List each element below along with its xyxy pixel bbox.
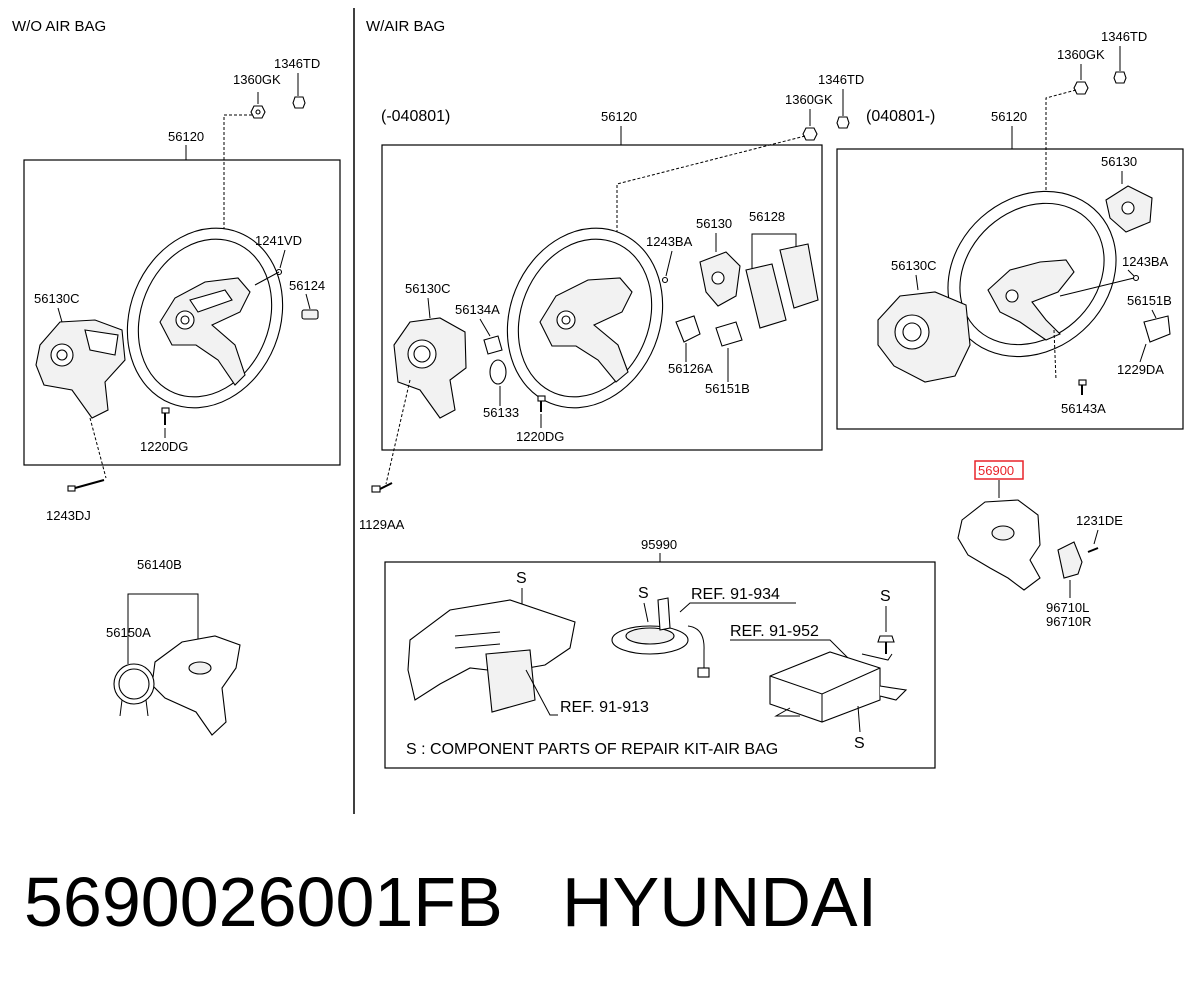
bolt-1346td-early	[836, 116, 850, 129]
kit-s-mark-3: S	[880, 588, 891, 605]
cover-56130c-late	[877, 291, 971, 383]
early-assembly-frame	[381, 144, 823, 451]
screw-56143a	[1078, 379, 1087, 395]
part-label-56134a[interactable]: 56134A	[455, 302, 500, 317]
part-label-56126a[interactable]: 56126A	[668, 361, 713, 376]
footer-brand: HYUNDAI	[562, 863, 877, 941]
part-label-56120-early[interactable]: 56120	[601, 109, 637, 124]
screw-1220dg	[161, 407, 170, 425]
part-label-56130c-late[interactable]: 56130C	[891, 258, 937, 273]
part-label-1129aa[interactable]: 1129AA	[359, 517, 405, 532]
part-label-56143a[interactable]: 56143A	[1061, 401, 1106, 416]
steering-wheel-wo	[126, 227, 284, 409]
wo-assembly-frame	[23, 159, 341, 466]
airbag-late-group: (040801-) 1346TD 1360GK 56120 56130 1243…	[836, 29, 1184, 430]
part-label-1220dg-early[interactable]: 1220DG	[516, 429, 564, 444]
kit-s-mark-2: S	[638, 585, 649, 602]
part-label-96710r[interactable]: 96710R	[1046, 614, 1092, 629]
emblem-56150a	[113, 663, 155, 717]
switch-56130-late	[1105, 185, 1153, 233]
screw-1231de	[1087, 547, 1099, 553]
part-label-95990[interactable]: 95990	[641, 537, 677, 552]
highlight-box-56900	[974, 460, 1024, 480]
part-label-56130c[interactable]: 56130C	[34, 291, 80, 306]
ref-91-913[interactable]: REF. 91-913	[560, 699, 649, 716]
screw-1220dg-early	[537, 395, 546, 412]
clip-56126a	[675, 315, 701, 343]
nut-1360gk-early	[802, 127, 818, 141]
airbag-module-56900	[957, 499, 1041, 591]
kit-note: S : COMPONENT PARTS OF REPAIR KIT-AIR BA…	[406, 741, 778, 758]
part-label-1346td-late[interactable]: 1346TD	[1101, 29, 1147, 44]
part-label-56120-late[interactable]: 56120	[991, 109, 1027, 124]
part-label-1360gk-early[interactable]: 1360GK	[785, 92, 833, 107]
bolt-kit	[877, 635, 895, 654]
horn-contact-56124	[301, 309, 319, 320]
part-label-1243dj[interactable]: 1243DJ	[46, 508, 91, 523]
part-label-1220dg[interactable]: 1220DG	[140, 439, 188, 454]
section-title-with-airbag: W/AIR BAG	[366, 18, 445, 35]
range-label-late: (040801-)	[866, 108, 935, 125]
footer-part-number: 5690026001FB	[24, 863, 503, 941]
repair-kit-group: 95990 S REF. 91-913 S REF. 91-934 S	[384, 537, 936, 769]
screw-1129aa	[371, 482, 393, 493]
part-label-56900[interactable]: 56900	[978, 463, 1014, 478]
part-label-56151b-early[interactable]: 56151B	[705, 381, 750, 396]
bracket-56151b-early	[715, 321, 743, 347]
part-label-1360gk-late[interactable]: 1360GK	[1057, 47, 1105, 62]
part-label-56151b-late[interactable]: 56151B	[1127, 293, 1172, 308]
part-label-1243ba-late[interactable]: 1243BA	[1122, 254, 1169, 269]
section-title-without-airbag: W/O AIR BAG	[12, 18, 106, 35]
airbag-early-group: (-040801) 1346TD 1360GK 56120 1243BA 561…	[359, 72, 864, 532]
part-label-1229da[interactable]: 1229DA	[1117, 362, 1164, 377]
bolt-1346td-late	[1113, 71, 1127, 84]
kit-s-mark-1: S	[516, 570, 527, 587]
clock-spring-drawing	[611, 597, 710, 678]
part-label-56120[interactable]: 56120	[168, 129, 204, 144]
nut-1360gk-late	[1073, 81, 1089, 95]
part-label-56133[interactable]: 56133	[483, 405, 519, 420]
part-label-1346td-early[interactable]: 1346TD	[818, 72, 864, 87]
steering-wheel-early	[506, 227, 664, 409]
part-label-1231de[interactable]: 1231DE	[1076, 513, 1123, 528]
horn-cover-56130c	[35, 319, 126, 419]
part-label-1241vd[interactable]: 1241VD	[255, 233, 302, 248]
screw-1243dj	[67, 479, 105, 492]
switch-56130-early	[699, 251, 741, 307]
wo-airbag-group: 1346TD 1360GK 56120 1241VD 56124 56130C	[23, 56, 341, 736]
horn-pad-56140b	[151, 635, 241, 736]
ref-91-934[interactable]: REF. 91-934	[691, 586, 780, 603]
airbag-control-unit-drawing	[769, 651, 908, 723]
part-label-96710l[interactable]: 96710L	[1046, 600, 1089, 615]
part-label-1243ba-early[interactable]: 1243BA	[646, 234, 693, 249]
part-label-56128-early[interactable]: 56128	[749, 209, 785, 224]
switch-96710	[1057, 541, 1083, 579]
steering-wheel-late	[947, 190, 1117, 358]
part-label-56130-late[interactable]: 56130	[1101, 154, 1137, 169]
late-assembly-frame	[836, 148, 1184, 430]
pad-56134a	[483, 335, 503, 355]
part-label-56124[interactable]: 56124	[289, 278, 325, 293]
cover-56130c-early	[393, 317, 467, 419]
part-label-1360gk[interactable]: 1360GK	[233, 72, 281, 87]
repair-kit-frame	[384, 561, 936, 769]
part-label-56130-early[interactable]: 56130	[696, 216, 732, 231]
cover-56133	[489, 359, 507, 385]
kit-s-mark-4: S	[854, 735, 865, 752]
part-label-56140b[interactable]: 56140B	[137, 557, 182, 572]
ref-91-952[interactable]: REF. 91-952	[730, 623, 819, 640]
bracket-56151b-late	[1143, 315, 1171, 343]
control-module-56128	[745, 243, 819, 329]
range-label-early: (-040801)	[381, 108, 450, 125]
part-label-56130c-early[interactable]: 56130C	[405, 281, 451, 296]
airbag-module-group: 56900 1231DE 96710L 96710R	[957, 460, 1123, 629]
part-label-56150a[interactable]: 56150A	[106, 625, 151, 640]
part-label-1346td[interactable]: 1346TD	[274, 56, 320, 71]
bolt-1346td	[292, 96, 306, 109]
nut-1360gk	[250, 105, 266, 119]
dashboard-drawing	[407, 599, 576, 713]
